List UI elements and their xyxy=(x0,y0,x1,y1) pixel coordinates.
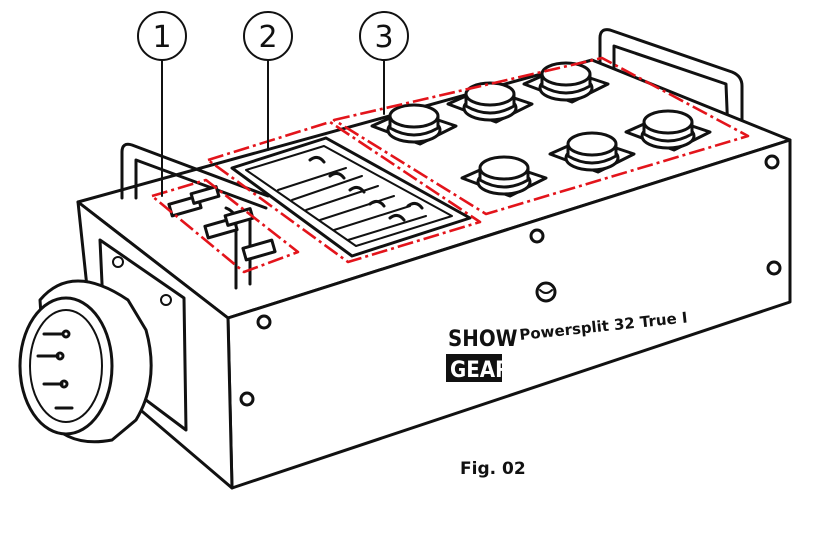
callout-2-label: 2 xyxy=(258,20,277,55)
socket-1 xyxy=(370,103,458,146)
brand-line2: GEAR xyxy=(450,358,510,383)
socket-2 xyxy=(446,81,534,124)
socket-5 xyxy=(548,131,636,174)
callout-1: 1 xyxy=(137,11,187,197)
rear-handle xyxy=(598,28,744,136)
highlight-area-1 xyxy=(150,178,300,274)
highlight-area-2 xyxy=(206,120,482,264)
callout-1-label: 1 xyxy=(152,20,171,55)
figure-caption: Fig. 02 xyxy=(460,459,526,479)
socket-6 xyxy=(624,109,712,152)
indicator-lights xyxy=(167,185,277,262)
callout-3: 3 xyxy=(359,11,409,115)
socket-4 xyxy=(460,155,548,198)
callout-3-label: 3 xyxy=(374,20,393,55)
brand-logo: SHOW GEAR xyxy=(446,327,518,383)
socket-3 xyxy=(522,61,610,104)
front-screws xyxy=(239,154,782,407)
callout-2: 2 xyxy=(243,11,293,151)
brand-line1: SHOW xyxy=(448,327,518,352)
highlight-area-3 xyxy=(332,56,750,216)
breaker-panel xyxy=(230,136,472,258)
input-connector xyxy=(18,238,188,444)
output-sockets xyxy=(370,61,712,198)
